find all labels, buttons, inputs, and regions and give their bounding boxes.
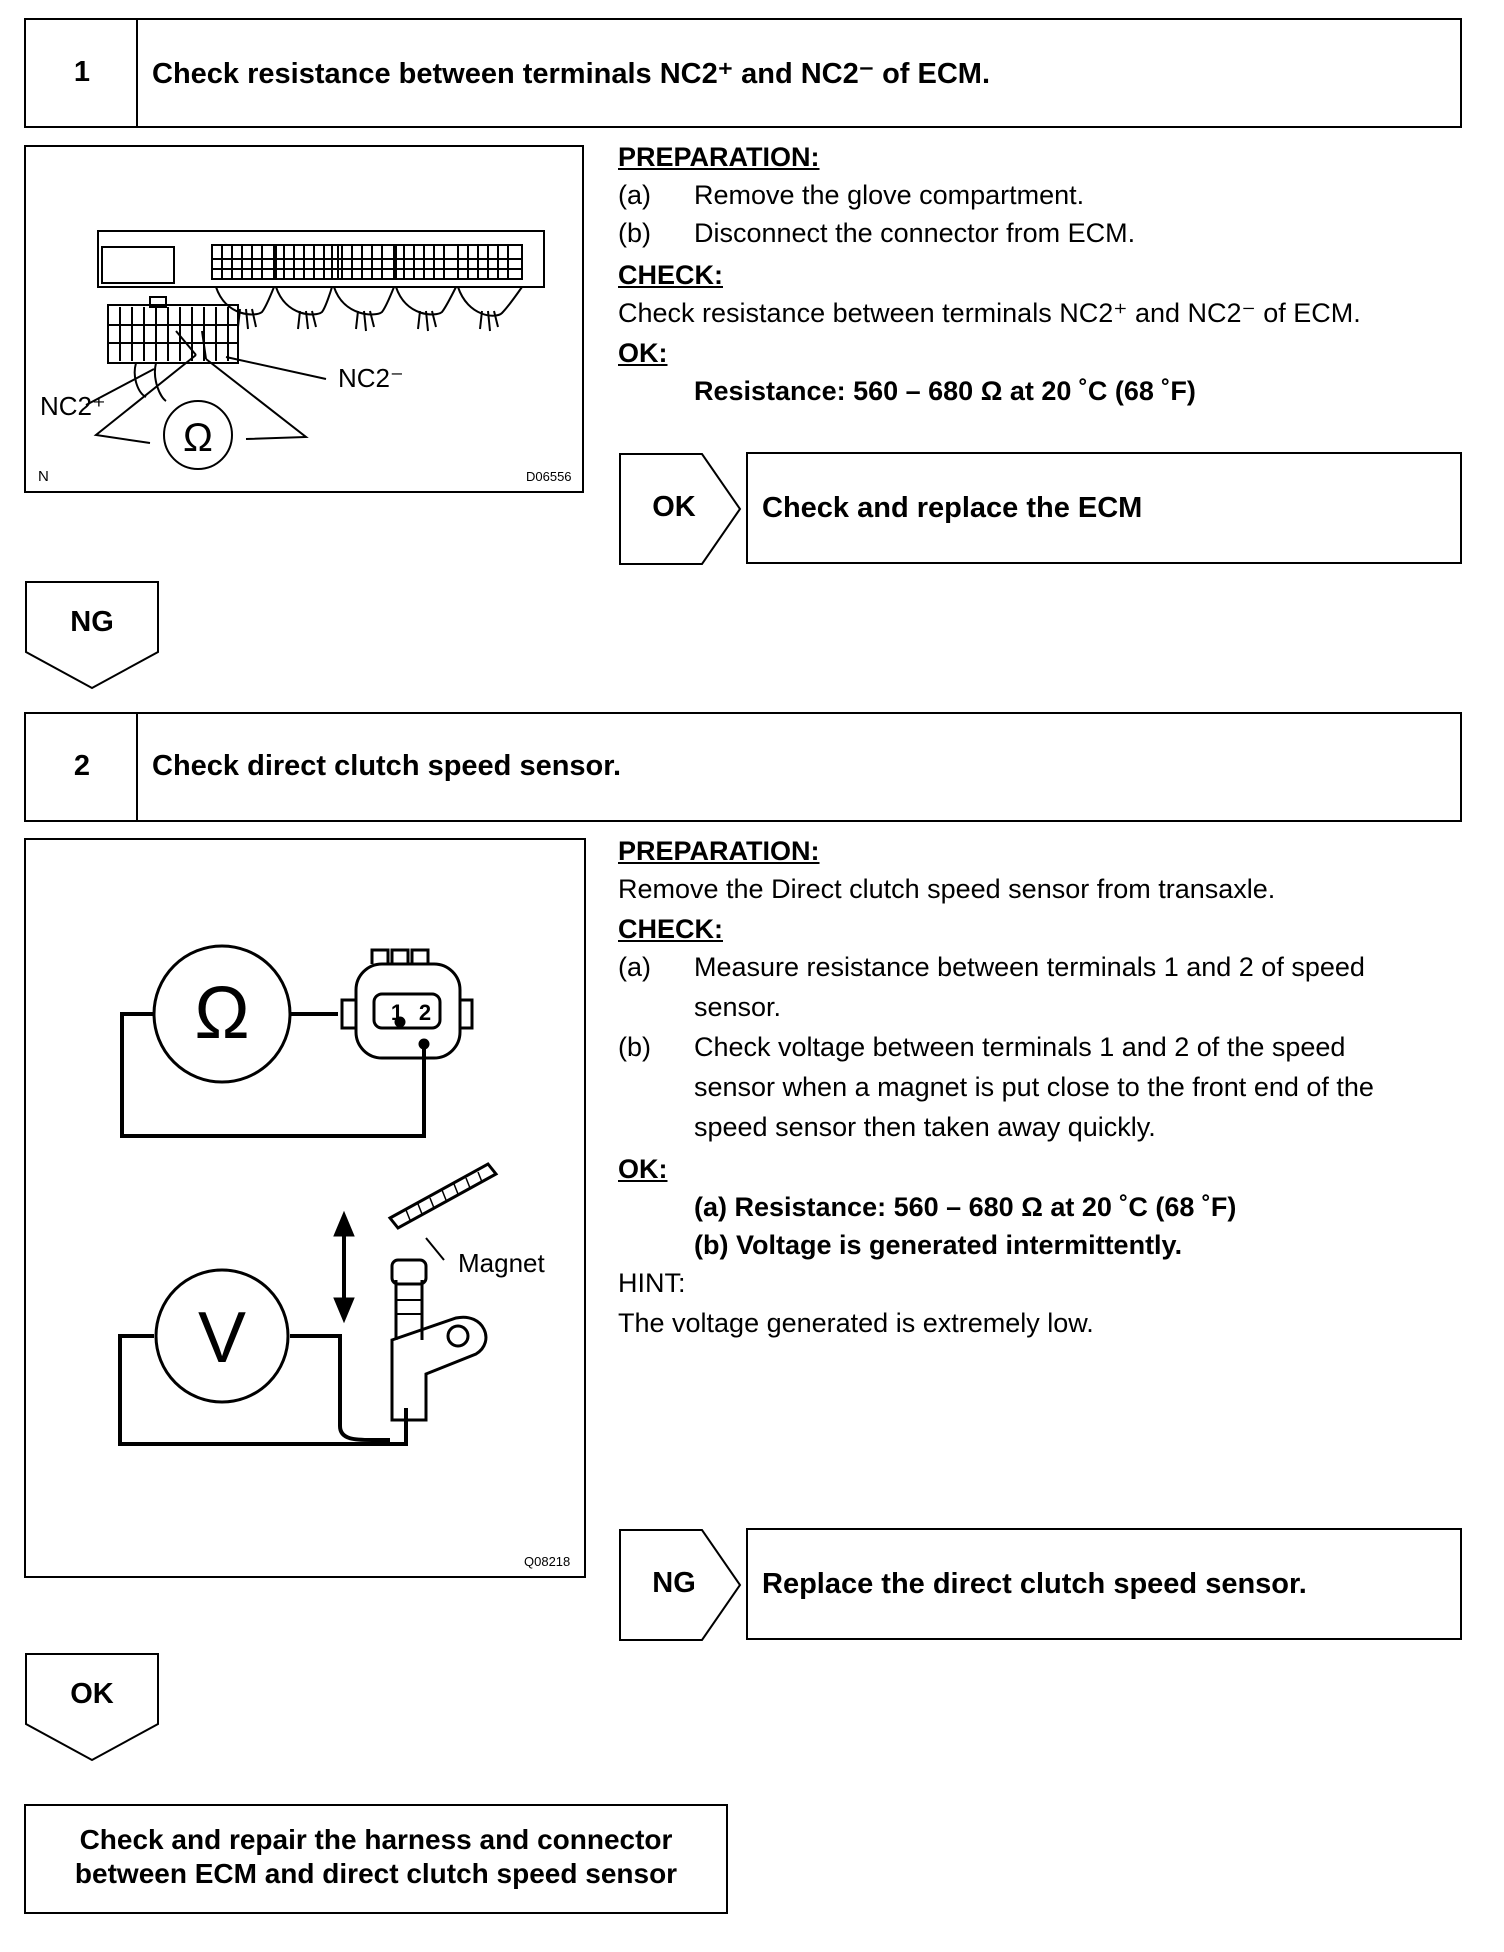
- terminal-1-label: 1: [391, 1000, 403, 1025]
- probe-lead-plus: [93, 354, 197, 444]
- step1-ok-label: OK: [652, 491, 696, 523]
- step1-figure: Ω NC2⁺ NC2⁻ N D06556: [24, 145, 584, 493]
- step2-ok-spec-b: (b) Voltage is generated intermittently.: [694, 1230, 1183, 1260]
- step2-figure: Ω V 1 2 Magnet Q08218: [24, 838, 586, 1578]
- corner-mark: N: [38, 468, 49, 485]
- step1-number: 1: [73, 56, 91, 88]
- step2-number: 2: [73, 750, 91, 782]
- step2-ng-result-box: Replace the direct clutch speed sensor.: [746, 1528, 1462, 1640]
- step2-ok-label: OK: [70, 1678, 114, 1710]
- step1-ok-spec: Resistance: 560 – 680 Ω at 20 ˚C (68 ˚F): [694, 376, 1196, 406]
- ohm-symbol: Ω: [183, 416, 213, 460]
- ohm-symbol: Ω: [194, 971, 249, 1054]
- step1-ok-arrow: [619, 453, 742, 565]
- figure-id: Q08218: [524, 1554, 570, 1569]
- step1-ng-arrow: [25, 581, 159, 690]
- step2-ng-result-text: Replace the direct clutch speed sensor.: [762, 1568, 1307, 1600]
- step2-ok-arrow: [25, 1653, 159, 1762]
- magnet-label: Magnet: [458, 1248, 545, 1278]
- step2-header: 2 Check direct clutch speed sensor.: [24, 712, 1462, 822]
- step1-ok-result-text: Check and replace the ECM: [762, 492, 1143, 524]
- step2-hint-heading: HINT:: [618, 1268, 686, 1298]
- step2-ok-spec-a: (a) Resistance: 560 – 680 Ω at 20 ˚C (68…: [694, 1192, 1237, 1222]
- step2-title: Check direct clutch speed sensor.: [152, 750, 622, 782]
- small-connector-shape: [107, 304, 239, 364]
- probe-lead-minus: [205, 358, 309, 440]
- step1-check-heading: CHECK:: [618, 260, 723, 290]
- step2-check-heading: CHECK:: [618, 914, 723, 944]
- final-repair-box: Check and repair the harness and connect…: [24, 1804, 728, 1914]
- step1-prep-marker-a: (a): [618, 180, 651, 210]
- nc2-plus-label: NC2⁺: [40, 391, 106, 421]
- step2-ng-arrow: [619, 1529, 742, 1641]
- final-line-1: Check and repair the harness and connect…: [79, 1824, 673, 1855]
- step1-ok-result-box: Check and replace the ECM: [746, 452, 1462, 564]
- sensor-connector-shape: [354, 962, 462, 1060]
- step2-preparation-heading: PREPARATION:: [618, 836, 820, 866]
- step1-number-cell: [26, 20, 138, 126]
- step2-check-marker-a: (a): [618, 952, 651, 982]
- ecm-housing-shape: [97, 230, 545, 288]
- step2-ng-label: NG: [652, 1567, 696, 1599]
- ohmmeter-shape: [163, 400, 233, 470]
- step1-prep-marker-b: (b): [618, 218, 651, 248]
- step1-preparation-heading: PREPARATION:: [618, 142, 820, 172]
- step2-check-a-line2: sensor.: [694, 992, 782, 1022]
- step1-check-text: Check resistance between terminals NC2⁺ …: [618, 298, 1361, 328]
- step1-prep-text-a: Remove the glove compartment.: [694, 180, 1085, 210]
- step2-hint-text: The voltage generated is extremely low.: [618, 1308, 1094, 1338]
- step1-prep-text-b: Disconnect the connector from ECM.: [694, 218, 1136, 248]
- step1-header: 1 Check resistance between terminals NC2…: [24, 18, 1462, 128]
- step2-preparation-text: Remove the Direct clutch speed sensor fr…: [618, 874, 1276, 904]
- final-line-2: between ECM and direct clutch speed sens…: [74, 1858, 678, 1889]
- step2-check-b-line2: sensor when a magnet is put close to the…: [694, 1072, 1374, 1102]
- step2-check-b-line3: speed sensor then taken away quickly.: [694, 1112, 1156, 1142]
- step2-check-b-line1: Check voltage between terminals 1 and 2 …: [694, 1032, 1346, 1062]
- volt-symbol: V: [198, 1298, 246, 1378]
- step2-number-cell: [26, 714, 138, 820]
- step2-ok-heading: OK:: [618, 1154, 668, 1184]
- step2-check-marker-b: (b): [618, 1032, 651, 1062]
- figure-id: D06556: [526, 469, 572, 484]
- voltmeter-shape: [154, 1268, 290, 1404]
- ecm-connector-diagram: Ω NC2⁺ NC2⁻ N D06556: [38, 230, 572, 485]
- speed-sensor-diagram: Ω V 1 2 Magnet Q08218: [118, 944, 570, 1569]
- nc2-minus-label: NC2⁻: [338, 363, 404, 393]
- step1-ok-heading: OK:: [618, 338, 668, 368]
- step2-check-a-line1: Measure resistance between terminals 1 a…: [694, 952, 1365, 982]
- terminal-2-label: 2: [419, 1000, 431, 1025]
- magnet-shape: [387, 1162, 499, 1230]
- step1-title: Check resistance between terminals NC2⁺ …: [152, 58, 991, 90]
- step1-ng-label: NG: [70, 606, 114, 638]
